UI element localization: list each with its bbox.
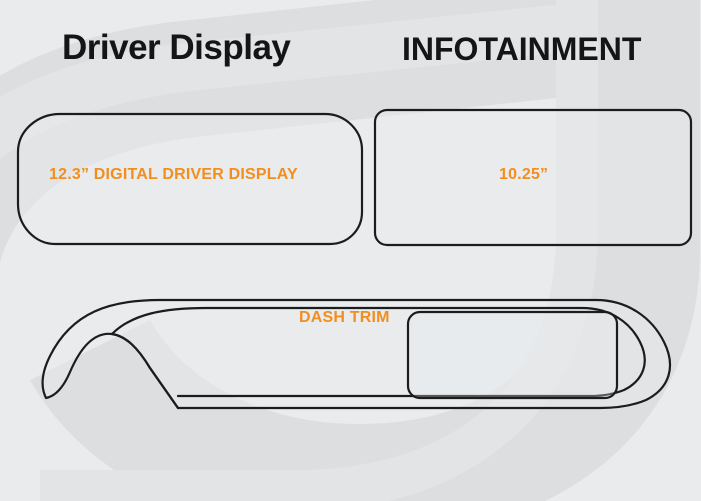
part-digital-driver-display[interactable] bbox=[16, 112, 364, 246]
part-infotainment-screen[interactable] bbox=[373, 108, 693, 247]
part-dash-trim[interactable] bbox=[41, 298, 672, 410]
callout-driver-display-size: 12.3” DIGITAL DRIVER DISPLAY bbox=[49, 166, 298, 183]
page-title-infotainment: INFOTAINMENT bbox=[402, 31, 642, 67]
callout-dash-trim: DASH TRIM bbox=[299, 309, 390, 326]
callout-infotainment-size: 10.25” bbox=[499, 166, 549, 183]
dash-trim-screen-cutout[interactable] bbox=[406, 310, 619, 400]
page-title-driver-display: Driver Display bbox=[62, 28, 291, 67]
